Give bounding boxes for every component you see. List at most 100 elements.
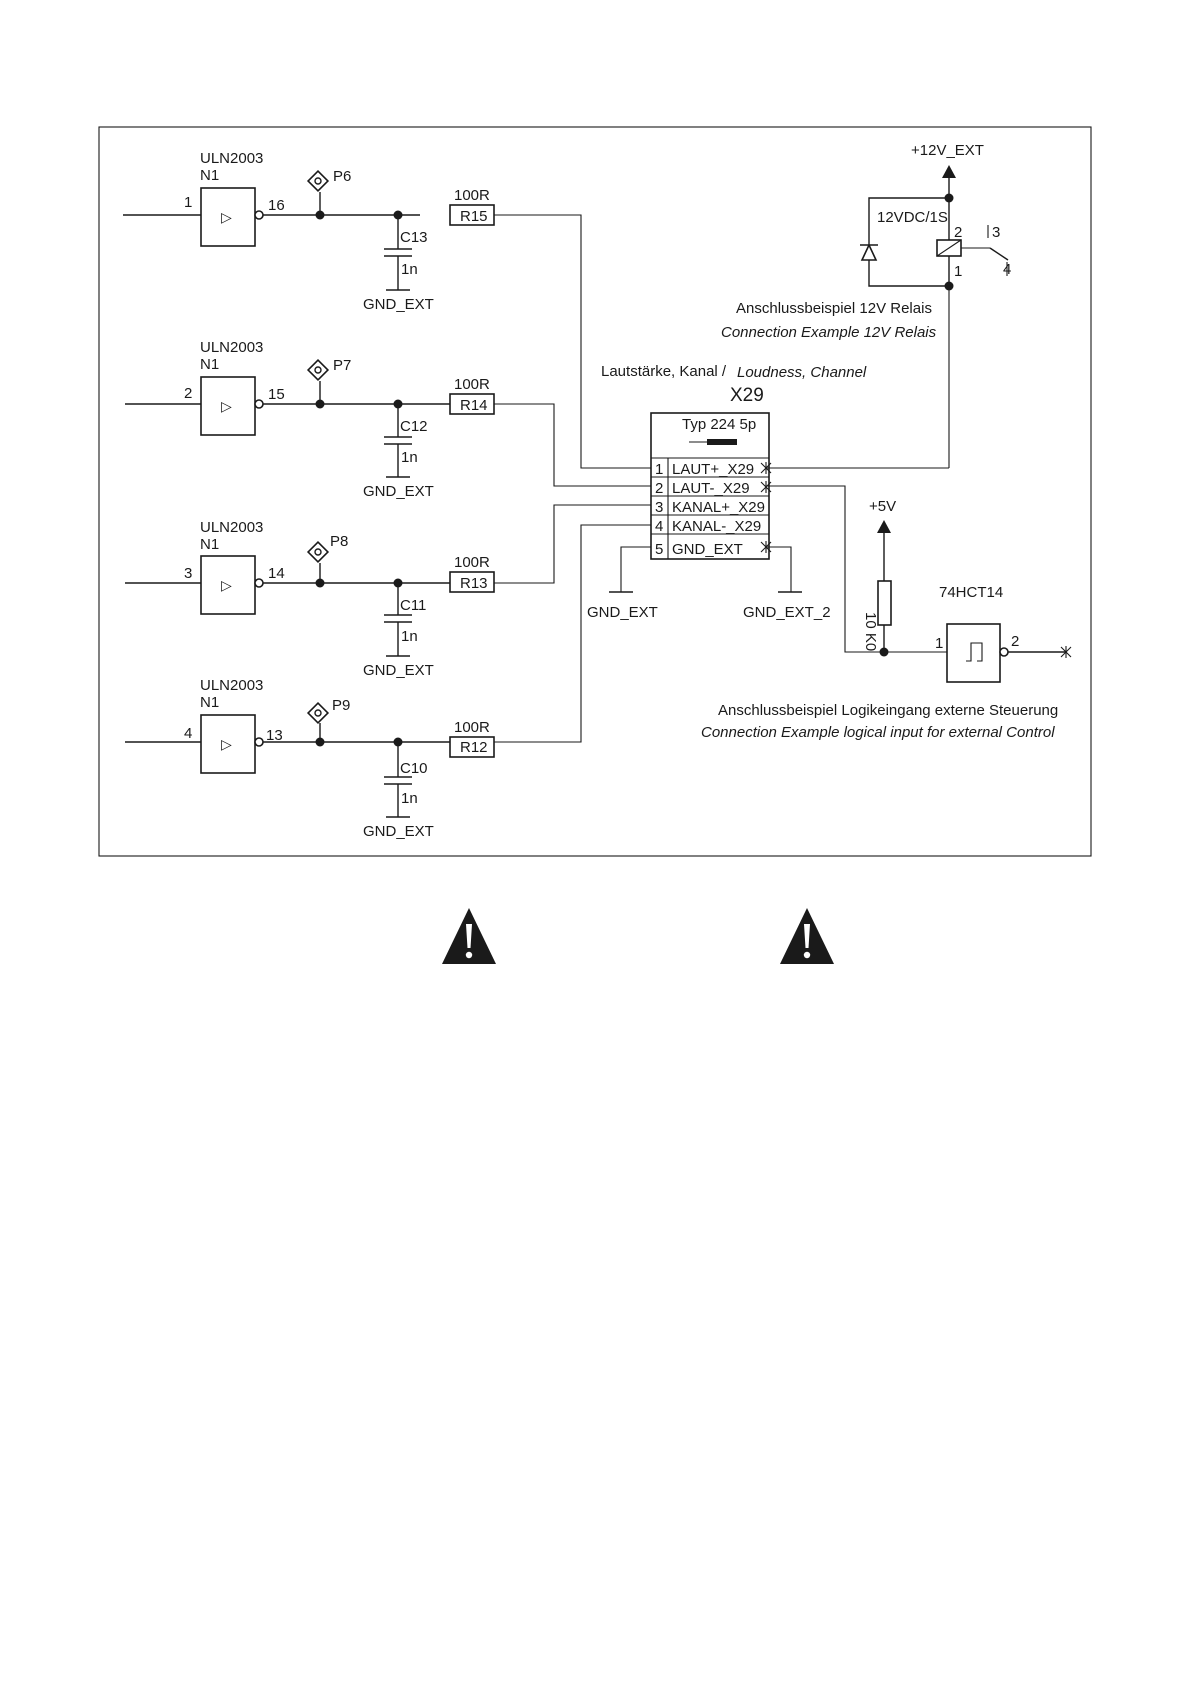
relay-caption-de: Anschlussbeispiel 12V Relais	[736, 300, 932, 317]
ground-label: GND_EXT	[363, 296, 434, 313]
logic-caption-en: Connection Example logical input for ext…	[701, 724, 1055, 741]
logic-pin-out: 2	[1011, 633, 1019, 650]
pin-number: 2	[655, 480, 663, 497]
test-point	[306, 540, 330, 564]
capacitor-label: C13	[400, 229, 428, 246]
ic-label: ULN2003	[200, 150, 263, 167]
resistor-value: 100R	[454, 187, 490, 204]
ic-label: ULN2003	[200, 339, 263, 356]
relay-pin-4: 4	[1003, 261, 1011, 278]
ground-label: GND_EXT	[363, 662, 434, 679]
pin-name: LAUT+_X29	[672, 461, 754, 478]
driver-gate	[200, 555, 256, 615]
output-pin-label: 15	[268, 386, 285, 403]
test-point-label: P8	[330, 533, 348, 550]
connector-gnd-left: GND_EXT	[587, 604, 658, 621]
channel-3: ULN2003 N1 3 ▷ 14 P8 C11 1n GND_EXT 100R…	[125, 504, 664, 679]
pin-number: 4	[655, 518, 663, 535]
capacitor-value: 1n	[401, 261, 418, 278]
schmitt-gate	[946, 623, 1001, 683]
connector-ref: X29	[730, 385, 764, 406]
ic-label: ULN2003	[200, 519, 263, 536]
test-point-label: P9	[332, 697, 350, 714]
input-pin-label: 1	[184, 194, 192, 211]
supply-arrow	[877, 520, 891, 533]
relay-supply-label: +12V_EXT	[911, 142, 984, 159]
supply-arrow	[942, 165, 956, 178]
input-pin-label: 3	[184, 565, 192, 582]
driver-gate	[200, 714, 256, 774]
channel-2: ULN2003 N1 2 ▷ 15 P7 C12 1n GND_EXT 100R…	[125, 339, 664, 500]
output-pin-label: 16	[268, 197, 285, 214]
driver-gate	[200, 187, 256, 247]
logic-pin-in: 1	[935, 635, 943, 652]
resistor-label: R15	[460, 208, 488, 225]
test-point	[306, 358, 330, 382]
capacitor-value: 1n	[401, 628, 418, 645]
logic-ic-label: 74HCT14	[939, 584, 1003, 601]
capacitor-value: 1n	[401, 790, 418, 807]
connector-heading-de: Lautstärke, Kanal /	[601, 363, 727, 380]
logic-input-example: +5V 10 K0 74HCT14 1 2 Anschlussbeispiel …	[701, 485, 1072, 741]
relay-pin-3: 3	[992, 224, 1000, 241]
channel-1: ULN2003 N1 1 ▷ 16 P6 C13 1n GND_EXT 100R…	[123, 150, 664, 469]
connector-gnd-right: GND_EXT_2	[743, 604, 831, 621]
test-point	[306, 169, 330, 193]
connector-heading-en: Loudness, Channel	[737, 364, 867, 381]
resistor-value: 100R	[454, 554, 490, 571]
test-point-label: P7	[333, 357, 351, 374]
relay-example: +12V_EXT 12VDC/1S 2 1 3 4 Anschlussbeisp…	[721, 142, 1011, 469]
buffer-symbol: ▷	[221, 736, 232, 752]
pin-name: GND_EXT	[672, 541, 743, 558]
connector-body	[650, 412, 770, 560]
pin-name: KANAL-_X29	[672, 518, 761, 535]
capacitor-label: C11	[400, 597, 426, 614]
pin-number: 1	[655, 461, 663, 478]
warning-icon	[780, 908, 834, 964]
resistor-value: 100R	[454, 719, 490, 736]
output-pin-label: 13	[266, 727, 283, 744]
resistor	[449, 736, 495, 758]
resistor-label: R14	[460, 397, 488, 414]
resistor-label: R13	[460, 575, 488, 592]
capacitor-label: C10	[400, 760, 428, 777]
ground-label: GND_EXT	[363, 823, 434, 840]
resistor-label: R12	[460, 739, 488, 756]
resistor	[449, 571, 495, 593]
test-point	[306, 701, 330, 725]
channel-4: ULN2003 N1 4 ▷ 13 P9 C10 1n GND_EXT 100R…	[125, 524, 664, 840]
schematic-frame	[98, 126, 1092, 857]
input-pin-label: 2	[184, 385, 192, 402]
ic-label: ULN2003	[200, 677, 263, 694]
unit-label: N1	[200, 694, 219, 711]
pullup-resistor-value: 10 K0	[862, 612, 879, 651]
logic-supply-label: +5V	[869, 498, 896, 515]
relay-rating: 12VDC/1S	[877, 209, 948, 226]
warning-icon	[442, 908, 496, 964]
capacitor-value: 1n	[401, 449, 418, 466]
unit-label: N1	[200, 536, 219, 553]
buffer-symbol: ▷	[221, 398, 232, 414]
relay-caption-en: Connection Example 12V Relais	[721, 324, 937, 341]
input-pin-label: 4	[184, 725, 192, 742]
buffer-symbol: ▷	[221, 209, 232, 225]
relay-pin-2: 2	[954, 224, 962, 241]
connector-type: Typ 224 5p	[682, 416, 756, 433]
pin-name: KANAL+_X29	[672, 499, 765, 516]
unit-label: N1	[200, 356, 219, 373]
output-pin-label: 14	[268, 565, 285, 582]
driver-gate	[200, 376, 256, 436]
pin-number: 3	[655, 499, 663, 516]
resistor-value: 100R	[454, 376, 490, 393]
relay-pin-1: 1	[954, 263, 962, 280]
pin-name: LAUT-_X29	[672, 480, 750, 497]
logic-caption-de: Anschlussbeispiel Logikeingang externe S…	[718, 702, 1058, 719]
pin-number: 5	[655, 541, 663, 558]
test-point-label: P6	[333, 168, 351, 185]
connector-x29: Lautstärke, Kanal / Loudness, Channel X2…	[587, 363, 867, 621]
ground-label: GND_EXT	[363, 483, 434, 500]
unit-label: N1	[200, 167, 219, 184]
capacitor-label: C12	[400, 418, 428, 435]
buffer-symbol: ▷	[221, 577, 232, 593]
